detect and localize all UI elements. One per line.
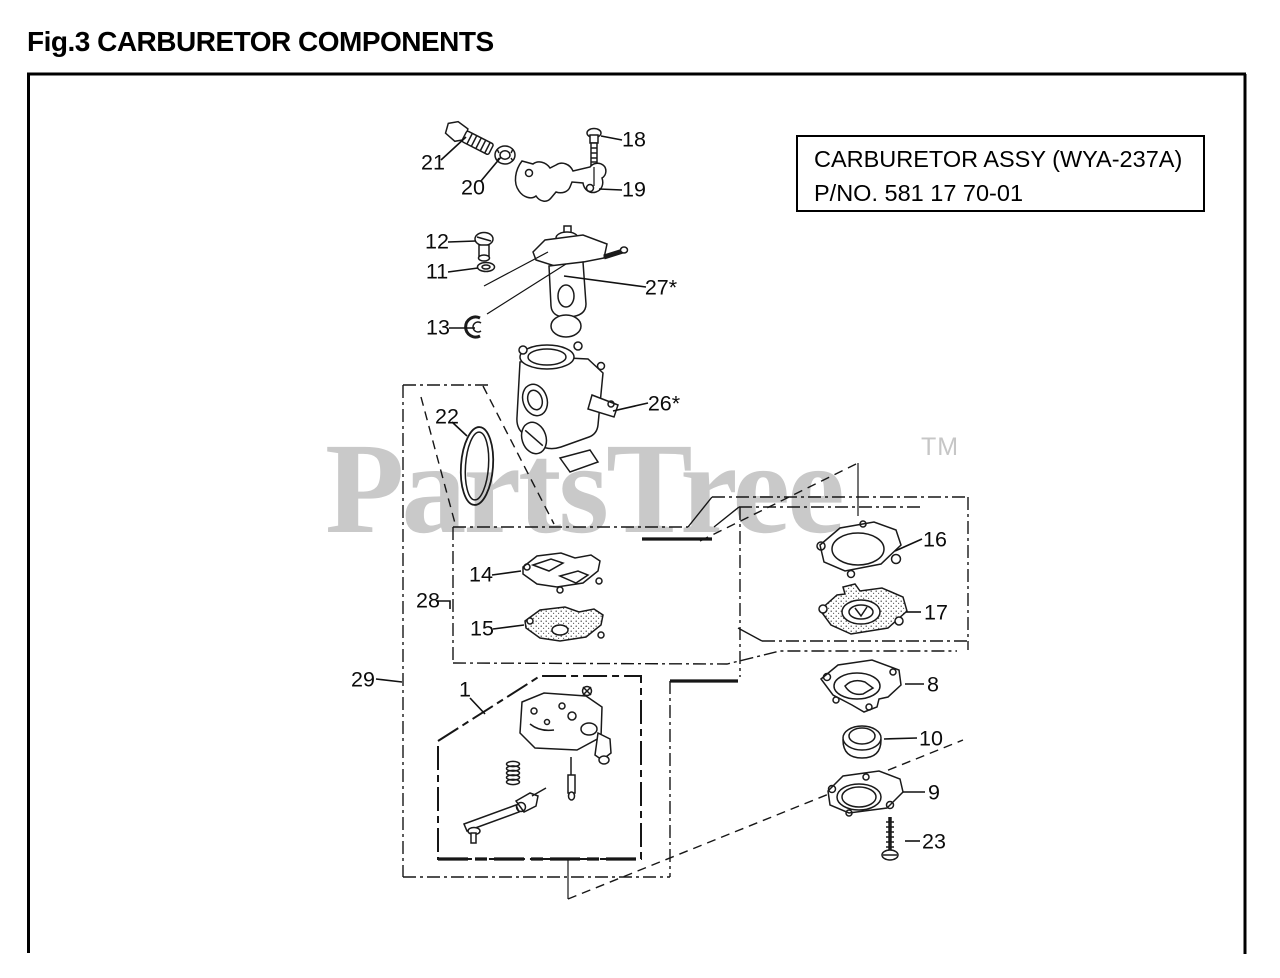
part-1-lever	[462, 787, 547, 832]
part-1-lower-assembly	[462, 685, 612, 844]
assembly-part-number: P/NO. 581 17 70-01	[814, 180, 1024, 206]
part-callout-11: 11	[425, 259, 449, 284]
part-callout-17: 17	[924, 600, 948, 625]
part-9-retainer-plate	[827, 770, 904, 817]
part-16-metering-gasket	[816, 520, 902, 579]
part-callout-16: 16	[923, 527, 947, 552]
part-18-screw	[586, 127, 602, 166]
part-callout-26: 26*	[647, 391, 681, 416]
leader-lines	[375, 135, 925, 842]
part-11-washer	[476, 261, 496, 273]
part-callout-12: 12	[425, 229, 449, 254]
zone-outlines	[402, 384, 969, 900]
figure-title: Fig.3 CARBURETOR COMPONENTS	[27, 26, 494, 57]
part-callout-29: 29	[351, 667, 375, 692]
part-1-spring	[505, 760, 521, 786]
part-callout-15: 15	[470, 616, 494, 641]
part-20-nut	[494, 145, 516, 165]
part-17-metering-diaphragm	[818, 583, 908, 635]
part-callout-13: 13	[426, 315, 450, 340]
assembly-name: CARBURETOR ASSY (WYA-237A)	[814, 146, 1183, 172]
part-callout-20: 20	[461, 175, 485, 200]
assembly-label-box: CARBURETOR ASSY (WYA-237A) P/NO. 581 17 …	[796, 135, 1205, 212]
part-19-bracket	[514, 160, 607, 202]
part-callout-8: 8	[927, 672, 939, 697]
diagram-frame	[27, 72, 1247, 954]
part-12-valve	[474, 231, 494, 262]
part-callout-23: 23	[922, 829, 946, 854]
part-callout-22: 22	[435, 404, 459, 429]
part-callout-27: 27*	[644, 275, 678, 300]
part-callout-21: 21	[421, 150, 445, 175]
part-callout-1: 1	[459, 677, 471, 702]
part-callout-10: 10	[919, 726, 943, 751]
part-22-oring	[459, 426, 495, 506]
part-21-bolt	[444, 120, 494, 156]
part-23-screw	[881, 817, 899, 861]
part-10-primer-bulb	[842, 725, 882, 759]
part-8-end-body	[819, 659, 902, 713]
part-13-clip	[464, 315, 482, 339]
part-27-pump-assembly	[532, 225, 629, 338]
part-callout-9: 9	[928, 780, 940, 805]
part-15-diaphragm	[524, 606, 605, 642]
watermark-text: PartsTree	[325, 417, 845, 561]
part-1-idle-screw	[467, 826, 481, 844]
part-callout-14: 14	[469, 562, 493, 587]
watermark-tm-mark: TM	[921, 433, 960, 461]
part-callout-28: 28	[416, 588, 440, 613]
part-14-gasket	[522, 552, 603, 594]
part-callout-18: 18	[622, 127, 646, 152]
part-26-carburetor-body	[516, 341, 619, 473]
part-1-top-screw	[581, 685, 593, 697]
part-callout-19: 19	[622, 177, 646, 202]
